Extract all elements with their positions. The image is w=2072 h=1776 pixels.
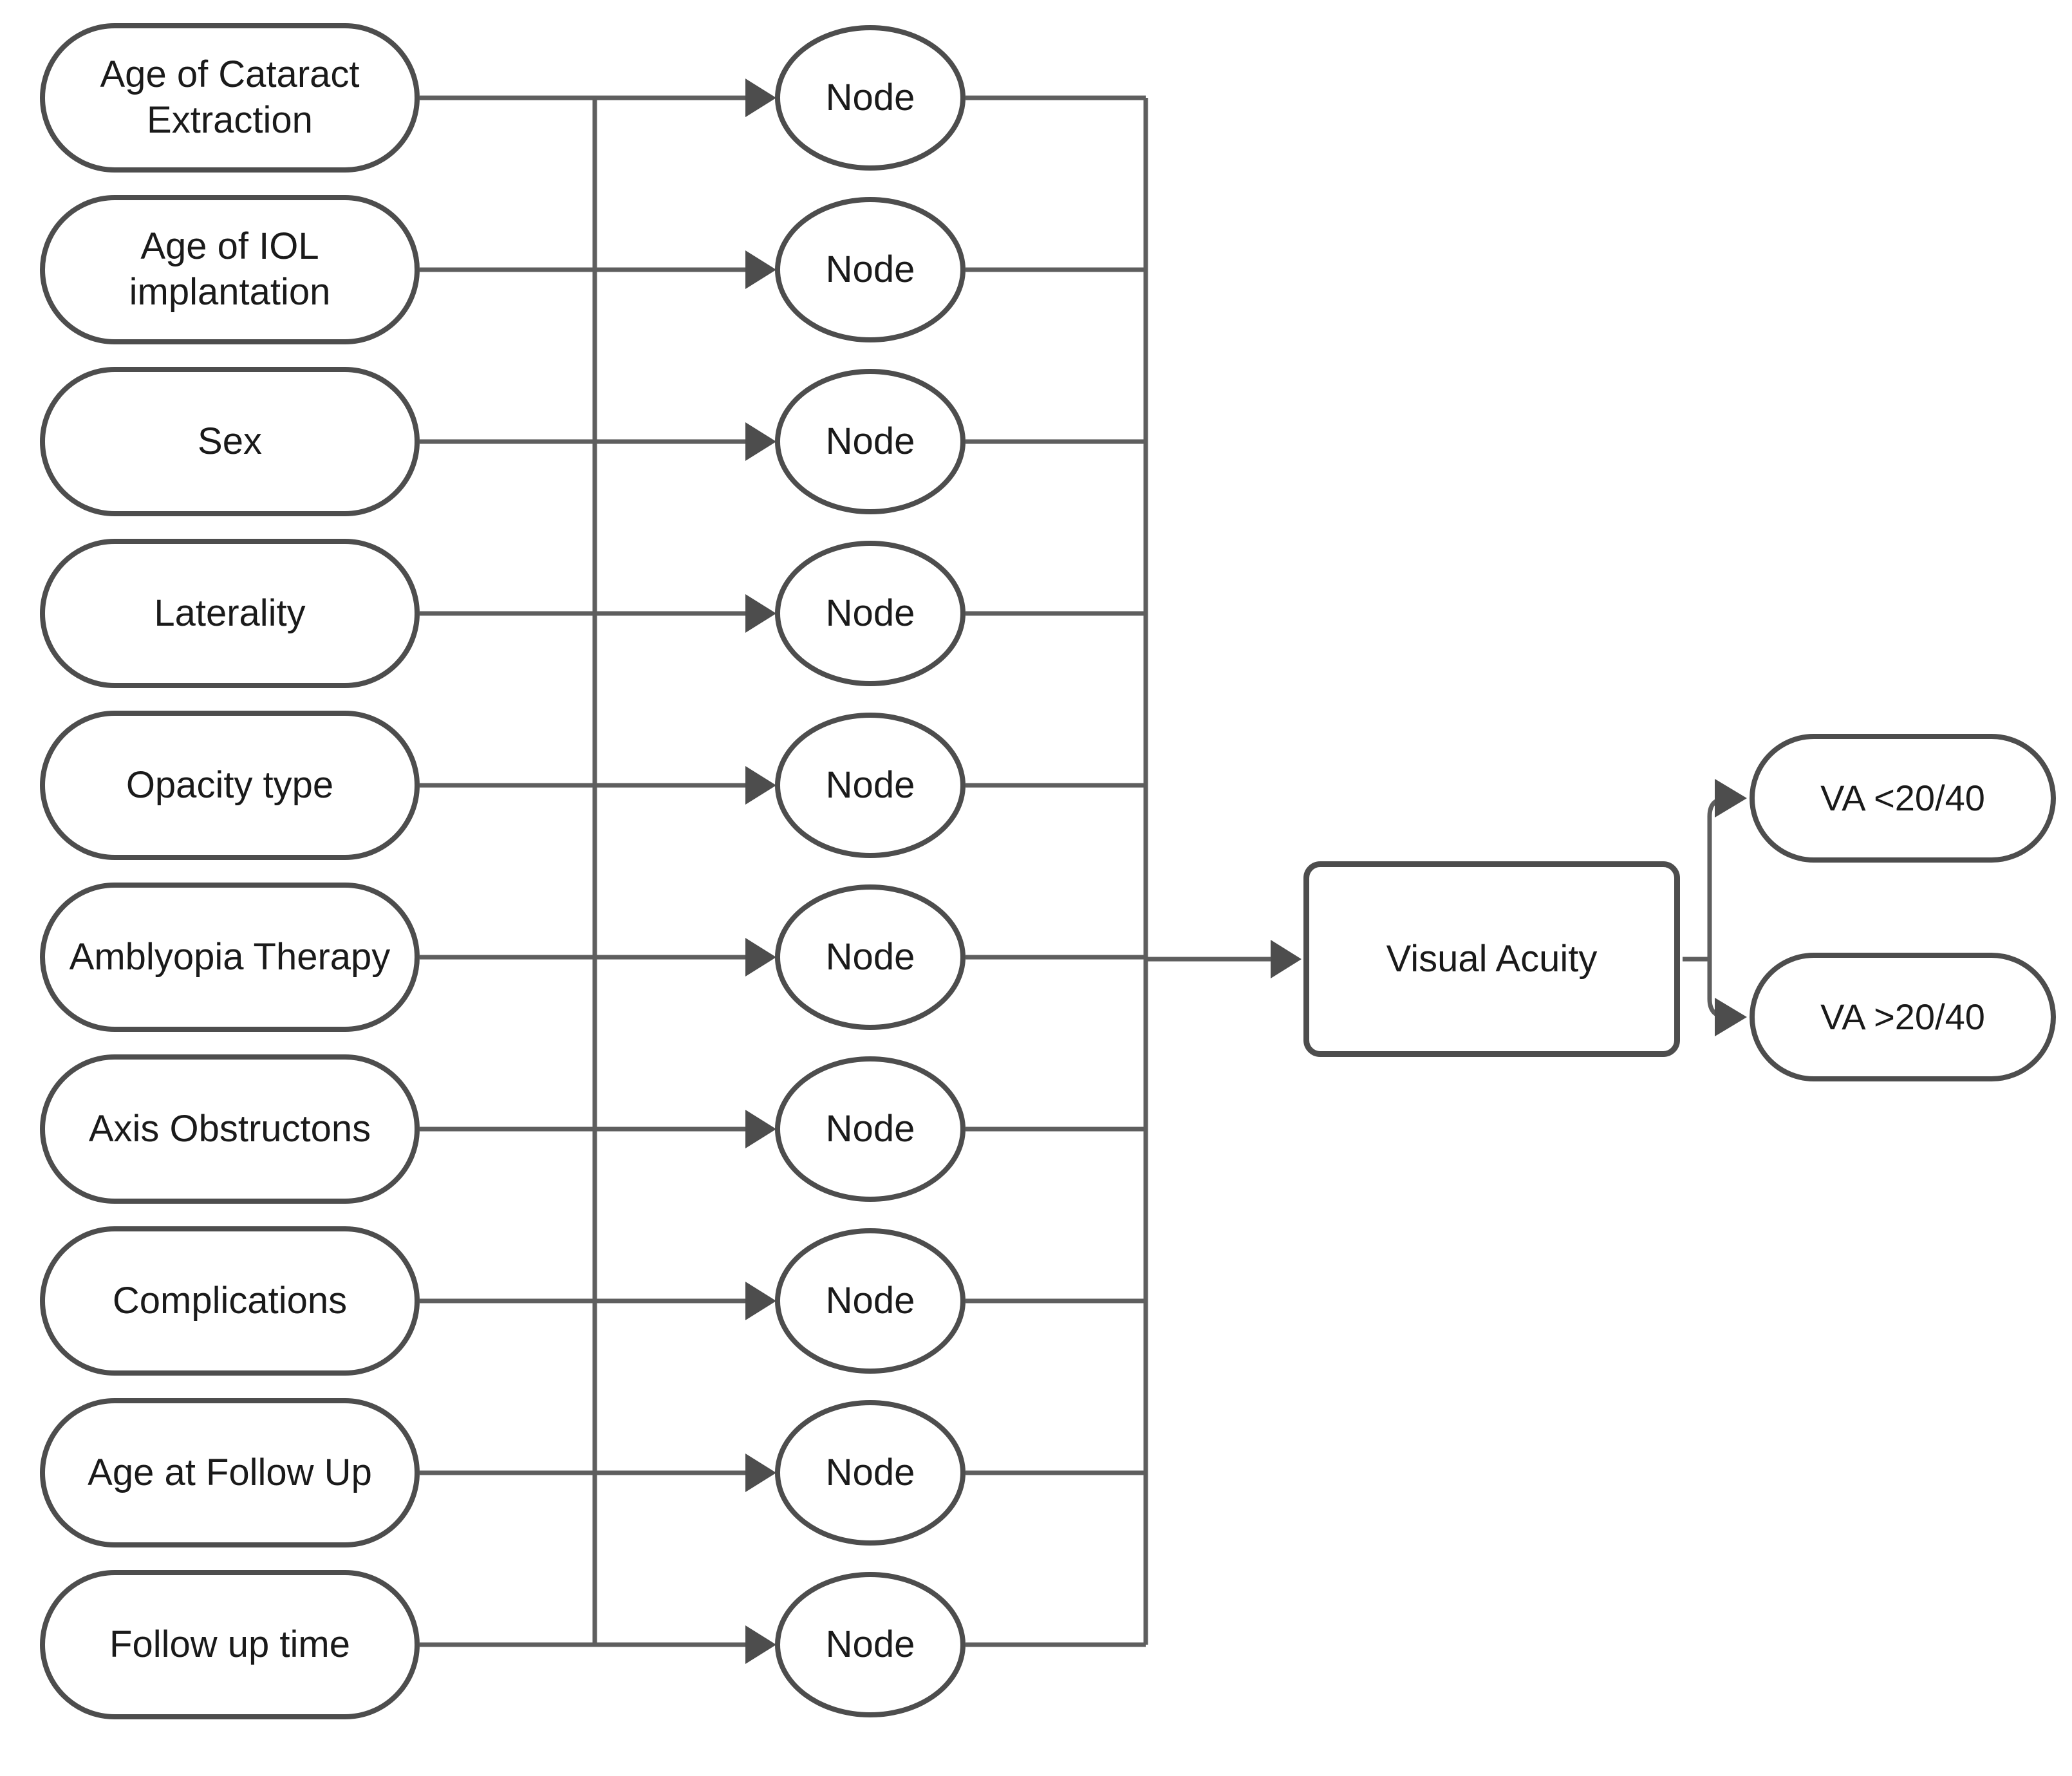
hidden-node-1: Node <box>775 25 966 171</box>
input-shape-complications: Complications <box>40 1226 420 1376</box>
hidden-node-8: Node <box>775 1228 966 1374</box>
input-shape-age-of-iol-implantation: Age of IOL implantation <box>40 195 420 344</box>
arrowhead-row-2 <box>745 250 776 289</box>
node-label: Node <box>825 935 915 978</box>
input-label: Complications <box>112 1279 348 1322</box>
hidden-node-6: Node <box>775 884 966 1030</box>
input-to-node-connectors <box>420 79 776 1664</box>
hidden-node-2: Node <box>775 197 966 342</box>
outcome-label: VA <20/40 <box>1820 777 1985 818</box>
node-label: Node <box>825 1451 915 1493</box>
input-label: Laterality <box>154 592 306 634</box>
input-shape-laterality: Laterality <box>40 539 420 688</box>
input-label: Age at Follow Up <box>88 1451 372 1493</box>
hidden-node-3: Node <box>775 369 966 514</box>
input-label: Opacity type <box>126 763 334 806</box>
input-shape-age-of-cataract-extraction: Age of Cataract Extraction <box>40 23 420 173</box>
node-label: Node <box>825 248 915 290</box>
node-to-bus-connectors <box>966 95 1146 1647</box>
hidden-node-4: Node <box>775 541 966 686</box>
arrowhead-row-8 <box>745 1282 776 1320</box>
input-shape-amblyopia-therapy: Amblyopia Therapy <box>40 883 420 1032</box>
node-label: Node <box>825 1623 915 1665</box>
node-label: Node <box>825 76 915 118</box>
outcome-va-less-than-20-40: VA <20/40 <box>1750 734 2056 863</box>
arrowhead-row-9 <box>745 1454 776 1492</box>
arrowhead-row-3 <box>745 422 776 461</box>
outcome-label: VA >20/40 <box>1820 996 1985 1037</box>
node-label: Node <box>825 1107 915 1150</box>
visual-acuity-label: Visual Acuity <box>1386 937 1598 980</box>
arrowhead-row-10 <box>745 1625 776 1664</box>
outcome-va-greater-than-20-40: VA >20/40 <box>1750 953 2056 1081</box>
input-label: Follow up time <box>109 1623 350 1665</box>
input-label: Amblyopia Therapy <box>69 935 391 978</box>
input-label: Sex <box>198 420 262 462</box>
outcome-branch-path <box>1683 796 1728 1020</box>
input-shape-follow-up-time: Follow up time <box>40 1570 420 1719</box>
arrowhead-row-4 <box>745 594 776 633</box>
input-shape-opacity-type: Opacity type <box>40 711 420 860</box>
arrowhead-visual-acuity <box>1271 940 1302 978</box>
visual-acuity-box: Visual Acuity <box>1303 861 1680 1057</box>
input-label: Age of IOL implantation <box>129 225 331 313</box>
node-label: Node <box>825 592 915 634</box>
hidden-node-9: Node <box>775 1400 966 1546</box>
arrowhead-row-5 <box>745 766 776 805</box>
arrowhead-outcome-top <box>1715 779 1747 818</box>
arrowhead-row-7 <box>745 1110 776 1148</box>
hidden-node-10: Node <box>775 1572 966 1717</box>
arrowhead-row-1 <box>745 79 776 117</box>
arrowhead-outcome-bottom <box>1715 998 1747 1036</box>
node-label: Node <box>825 1279 915 1322</box>
input-shape-axis-obstructons: Axis Obstructons <box>40 1054 420 1204</box>
hidden-node-5: Node <box>775 713 966 858</box>
input-shape-sex: Sex <box>40 367 420 516</box>
node-label: Node <box>825 420 915 462</box>
input-label: Age of Cataract Extraction <box>100 53 360 141</box>
hidden-node-7: Node <box>775 1056 966 1202</box>
input-shape-age-at-follow-up: Age at Follow Up <box>40 1398 420 1547</box>
input-label: Axis Obstructons <box>88 1107 371 1150</box>
node-label: Node <box>825 763 915 806</box>
arrowhead-row-6 <box>745 938 776 977</box>
